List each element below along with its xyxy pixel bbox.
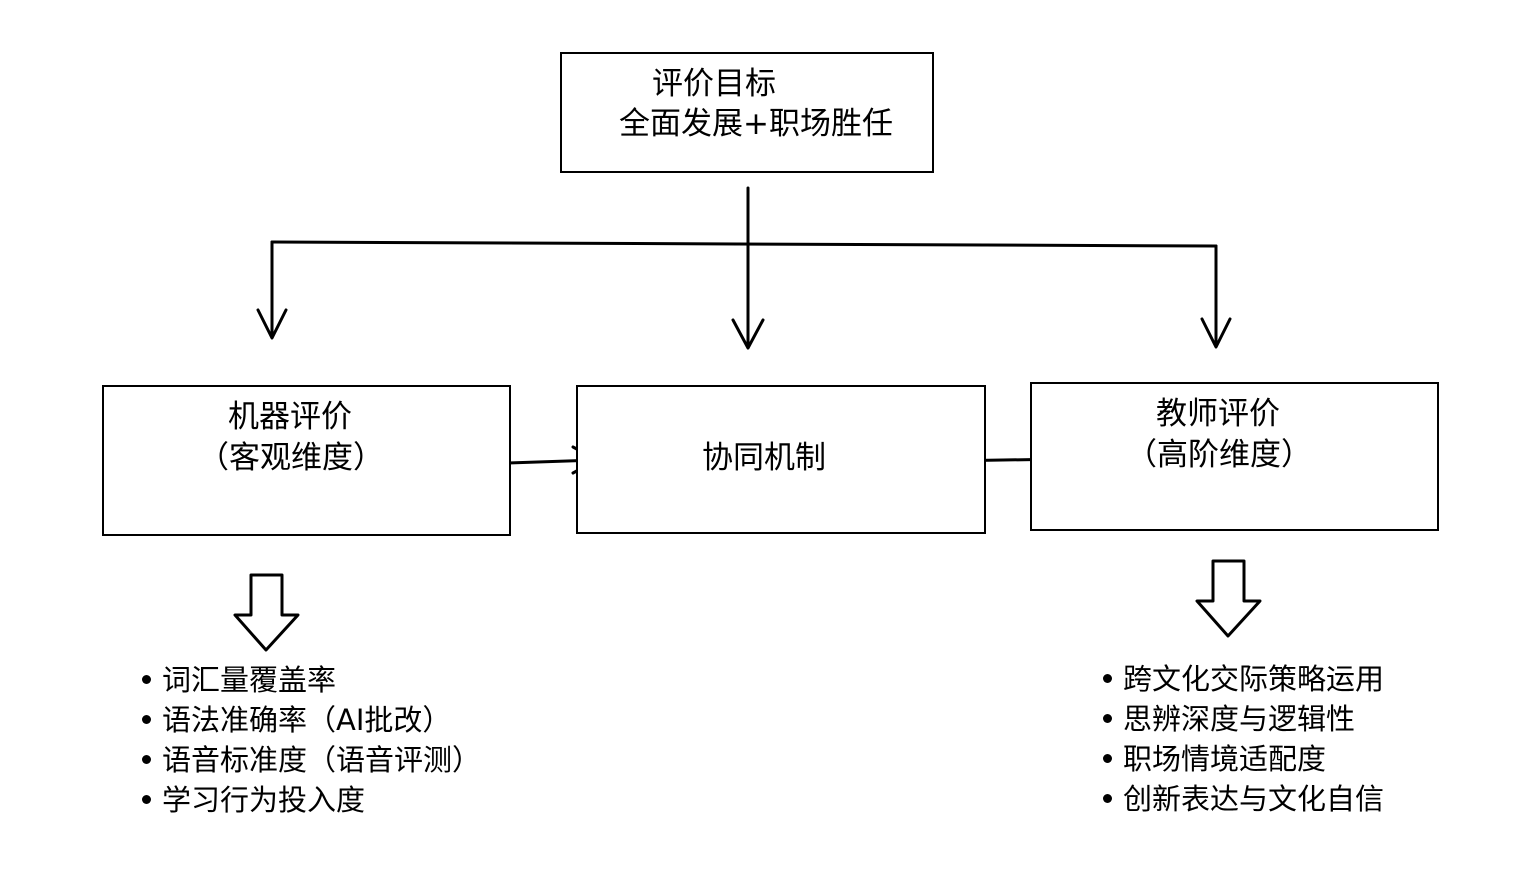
teacher-evaluation-title: 教师评价 — [1156, 396, 1280, 432]
list-item: 学习行为投入度 — [142, 780, 481, 820]
list-item-text: 职场情境适配度 — [1123, 742, 1327, 776]
goal-trunk-arrowhead — [731, 318, 765, 350]
list-item: 跨文化交际策略运用 — [1103, 659, 1384, 699]
machine-evaluation-box — [102, 385, 511, 536]
machine-metrics-list: 词汇量覆盖率 语法准确率（AI批改） 语音标准度（语音评测） 学习行为投入度 — [142, 660, 481, 820]
bullet-dot — [1103, 673, 1112, 683]
bullet-dot — [142, 714, 151, 724]
list-item-text: 思辨深度与逻辑性 — [1123, 702, 1356, 736]
list-item-text: 创新表达与文化自信 — [1123, 782, 1385, 816]
list-item-text: 语音标准度（语音评测） — [162, 743, 482, 777]
list-item-text: 跨文化交际策略运用 — [1123, 662, 1385, 696]
teacher-hollow-down-arrow — [1195, 559, 1262, 638]
distribution-bar — [270, 240, 1218, 248]
list-item-text: 词汇量覆盖率 — [162, 663, 337, 697]
teacher-evaluation-subtitle: （高阶维度） — [1126, 437, 1312, 473]
list-item: 创新表达与文化自信 — [1103, 779, 1384, 819]
collaboration-box — [576, 385, 986, 534]
teacher-evaluation-box — [1030, 382, 1439, 531]
goal-box — [560, 52, 934, 173]
left-drop-arrowhead — [256, 308, 288, 340]
bullet-dot — [142, 754, 151, 764]
goal-subtitle: 全面发展+职场胜任 — [619, 106, 893, 142]
bullet-dot — [1103, 713, 1112, 723]
list-item: 职场情境适配度 — [1103, 739, 1384, 779]
bullet-dot — [142, 794, 151, 804]
list-item: 语音标准度（语音评测） — [142, 740, 481, 780]
list-item-text: 学习行为投入度 — [162, 783, 366, 817]
list-item: 语法准确率（AI批改） — [142, 700, 481, 740]
machine-hollow-down-arrow — [233, 573, 300, 652]
list-item: 思辨深度与逻辑性 — [1103, 699, 1384, 739]
bullet-dot — [142, 674, 151, 684]
right-drop-arrowhead — [1200, 317, 1232, 349]
goal-title: 评价目标 — [652, 66, 776, 102]
bullet-dot — [1103, 793, 1112, 803]
bullet-dot — [1103, 753, 1112, 763]
collaboration-label: 协同机制 — [702, 440, 826, 476]
list-item-text: 语法准确率（AI批改） — [162, 703, 452, 737]
machine-evaluation-subtitle: （客观维度） — [198, 440, 384, 476]
teacher-metrics-list: 跨文化交际策略运用 思辨深度与逻辑性 职场情境适配度 创新表达与文化自信 — [1103, 659, 1384, 819]
list-item: 词汇量覆盖率 — [142, 660, 481, 700]
machine-evaluation-title: 机器评价 — [228, 399, 352, 435]
